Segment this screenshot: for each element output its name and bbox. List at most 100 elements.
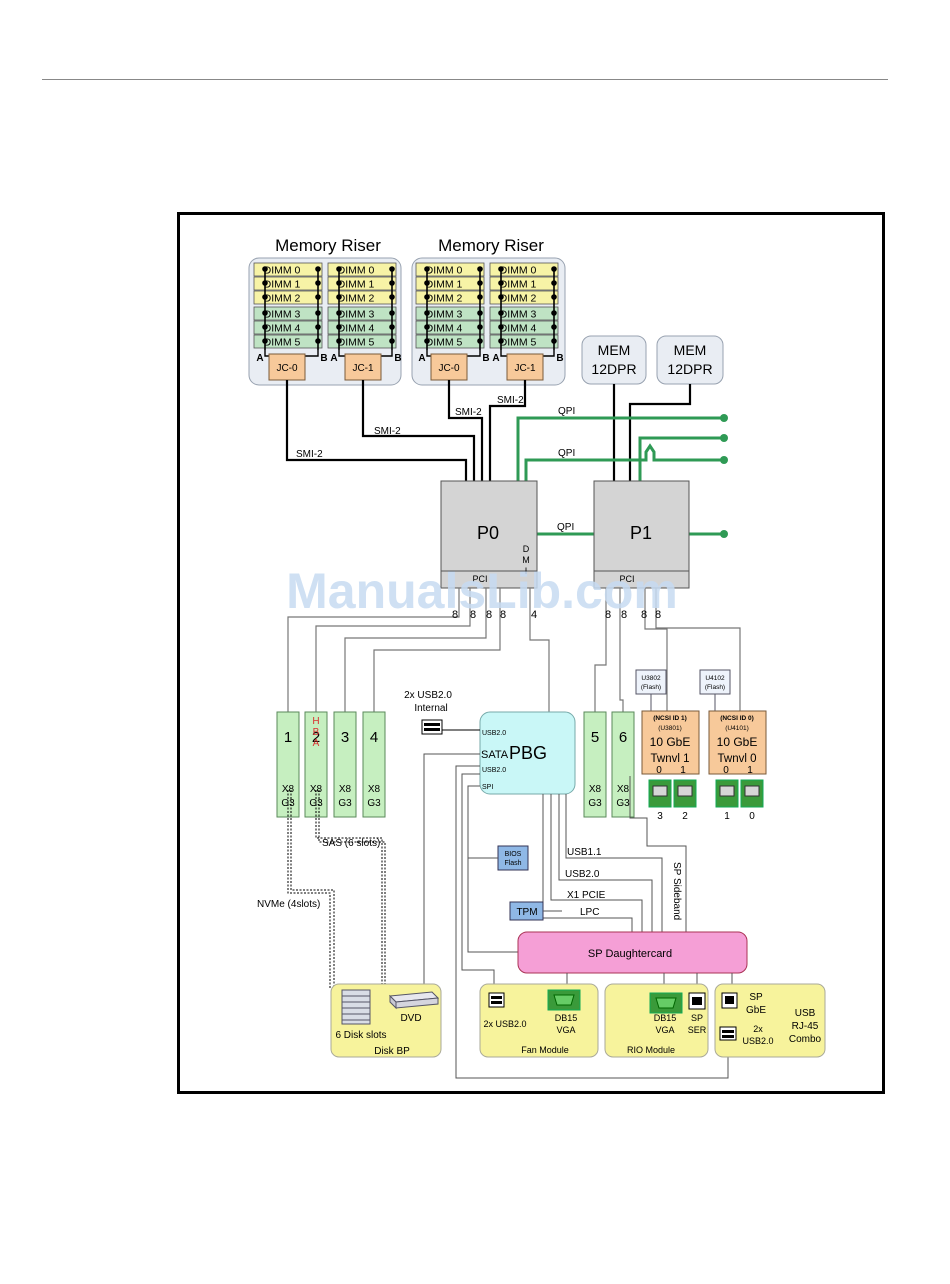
nic-name: Twnvl 1	[651, 753, 690, 765]
disk-stack-icon	[341, 989, 371, 1025]
channel-wire	[467, 350, 481, 357]
header-rule	[42, 79, 888, 80]
dimm-slot	[253, 306, 323, 321]
svg-text:VGA: VGA	[556, 1025, 575, 1035]
dimm-slot	[415, 262, 485, 277]
pcie-slot-gen: G3	[281, 798, 295, 809]
dimm-node	[551, 294, 557, 300]
bus-sp-sideband: SP Sideband	[671, 862, 682, 920]
cpu-p1-pci: PCI	[619, 574, 634, 584]
dimm-slot	[327, 306, 397, 321]
dimm-slot	[489, 306, 559, 321]
dimm-label: DIMM 4	[338, 323, 375, 335]
dimm-node	[389, 324, 395, 330]
svg-text:USB: USB	[795, 1008, 816, 1019]
dimm-node	[498, 280, 504, 286]
jc0-chip	[268, 353, 306, 381]
pcie-slot-1	[276, 711, 300, 818]
dimm-slot	[327, 290, 397, 305]
usb-connector-icon	[488, 992, 505, 1008]
nic-0	[641, 710, 700, 775]
svg-text:SP: SP	[749, 992, 763, 1003]
nic-ncsi: (NCSI ID 0)	[720, 715, 754, 722]
dimm-node	[424, 280, 430, 286]
fan-module: 2x USB2.0 DB15 VGA Fan Module	[479, 983, 599, 1058]
pcie-slot-width: X8	[310, 784, 323, 795]
dimm-node	[389, 280, 395, 286]
dimm-slot	[489, 276, 559, 291]
nic-flash-chip	[635, 669, 667, 695]
nic-flash-label: (Flash)	[641, 684, 661, 691]
pcie-slot-width: X8	[368, 784, 381, 795]
channel-wire	[541, 350, 555, 357]
nic-flash-id: U3802	[641, 675, 661, 682]
svg-text:Internal: Internal	[414, 703, 447, 714]
channel-a-label: A	[330, 353, 337, 364]
dimm-node	[498, 310, 504, 316]
nic-chip: (U4101)	[725, 725, 748, 732]
svg-text:TPM: TPM	[516, 907, 537, 918]
dimm-node	[551, 338, 557, 344]
mem-12dpr-1: MEM 12DPR	[581, 335, 647, 385]
rj45-port-socket	[744, 785, 760, 797]
pcie-slot-gen: G3	[338, 798, 352, 809]
pcie-slot-3	[333, 711, 357, 818]
pcie-slot-number: 1	[284, 729, 292, 746]
channel-b-label: B	[556, 353, 563, 364]
dimm-node	[336, 294, 342, 300]
svg-text:8: 8	[486, 609, 492, 621]
pcie-slot-number: 5	[591, 729, 599, 746]
pbg-usb-top: USB2.0	[482, 730, 506, 737]
jc0-label-2: JC-0	[438, 363, 460, 374]
dimm-slot	[253, 276, 323, 291]
nic-chip: (U3801)	[658, 725, 681, 732]
nic-port-label: 0	[723, 765, 729, 776]
qpi-label-2: QPI	[558, 448, 575, 459]
svg-text:Flash: Flash	[504, 860, 521, 867]
watermark: ManualsLib.com	[286, 563, 678, 619]
svg-text:12DPR: 12DPR	[591, 361, 636, 377]
pcie-links	[287, 588, 741, 712]
dimm-node	[477, 310, 483, 316]
svg-text:2x USB2.0: 2x USB2.0	[404, 690, 452, 701]
dimm-node	[498, 266, 504, 272]
dimm-node	[336, 280, 342, 286]
pbg-chipset: PBG USB2.0 SATA USB2.0 SPI	[479, 711, 576, 795]
sas-label: SAS (6 slots)	[322, 838, 380, 849]
dimm-node	[262, 280, 268, 286]
svg-text:2x USB2.0: 2x USB2.0	[483, 1019, 526, 1029]
pcie-slot-5	[583, 711, 607, 818]
cpu-p0-label: P0	[477, 523, 499, 543]
dimm-node	[551, 266, 557, 272]
cpu-p1: P1 PCI	[593, 480, 690, 589]
dimm-node	[389, 310, 395, 316]
dimm-node	[315, 310, 321, 316]
mem-12dpr-2: MEM 12DPR	[656, 335, 724, 385]
dimm-node	[336, 310, 342, 316]
dimm-label: DIMM 0	[426, 265, 463, 277]
lane-labels: 8 8 8 8 4 8 8 8 8	[452, 609, 661, 621]
pcie-slot-number: 3	[341, 729, 349, 746]
svg-text:DB15: DB15	[654, 1013, 677, 1023]
dimm-node	[498, 338, 504, 344]
dimm-slot	[327, 262, 397, 277]
svg-text:Disk BP: Disk BP	[374, 1046, 410, 1057]
rj45-port-socket	[652, 785, 668, 797]
dimm-label: DIMM 3	[264, 309, 301, 321]
dimm-label: DIMM 1	[500, 279, 537, 291]
dimm-slot	[415, 276, 485, 291]
dimm-node	[389, 294, 395, 300]
dimm-label: DIMM 1	[338, 279, 375, 291]
svg-text:Combo: Combo	[789, 1034, 822, 1045]
dimm-node	[477, 294, 483, 300]
jc0-label: JC-0	[276, 363, 298, 374]
hba-label: B	[313, 727, 320, 738]
dimm-slot	[327, 320, 397, 335]
dimm-node	[424, 266, 430, 272]
bus-usb20: USB2.0	[565, 869, 600, 880]
dimm-node	[424, 338, 430, 344]
svg-text:USB2.0: USB2.0	[742, 1036, 773, 1046]
